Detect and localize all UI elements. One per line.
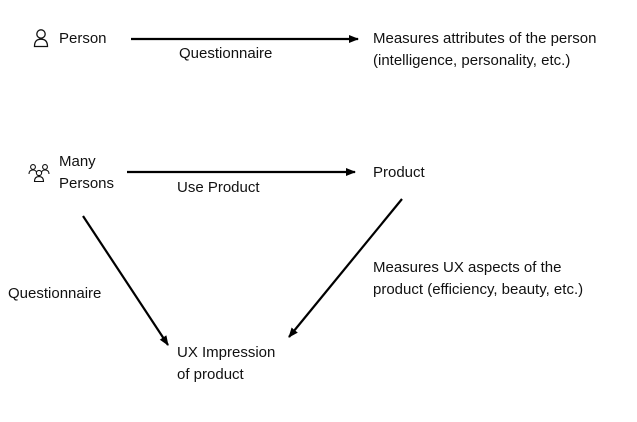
- person-label: Person: [59, 30, 107, 47]
- use-product-label: Use Product: [177, 179, 260, 196]
- person-questionnaire-label: Questionnaire: [179, 45, 273, 62]
- measures-ux-line1: Measures UX aspects of the: [373, 259, 562, 276]
- group-icon: [28, 164, 50, 183]
- many-persons-line1: Many: [59, 153, 96, 170]
- person-icon: [33, 29, 49, 48]
- group-questionnaire-label: Questionnaire: [8, 285, 102, 302]
- ux-impression-line1: UX Impression: [177, 344, 276, 361]
- measures-person-line2: (intelligence, personality, etc.): [373, 52, 571, 69]
- arrow-product-to-ux-impression: [288, 198, 403, 338]
- measures-ux-line2: product (efficiency, beauty, etc.): [373, 281, 584, 298]
- ux-impression-line2: of product: [177, 366, 244, 383]
- arrow-persons-to-ux-impression: [82, 215, 169, 346]
- product-label: Product: [373, 164, 425, 181]
- many-persons-line2: Persons: [59, 175, 115, 192]
- measures-person-line1: Measures attributes of the person: [373, 30, 597, 47]
